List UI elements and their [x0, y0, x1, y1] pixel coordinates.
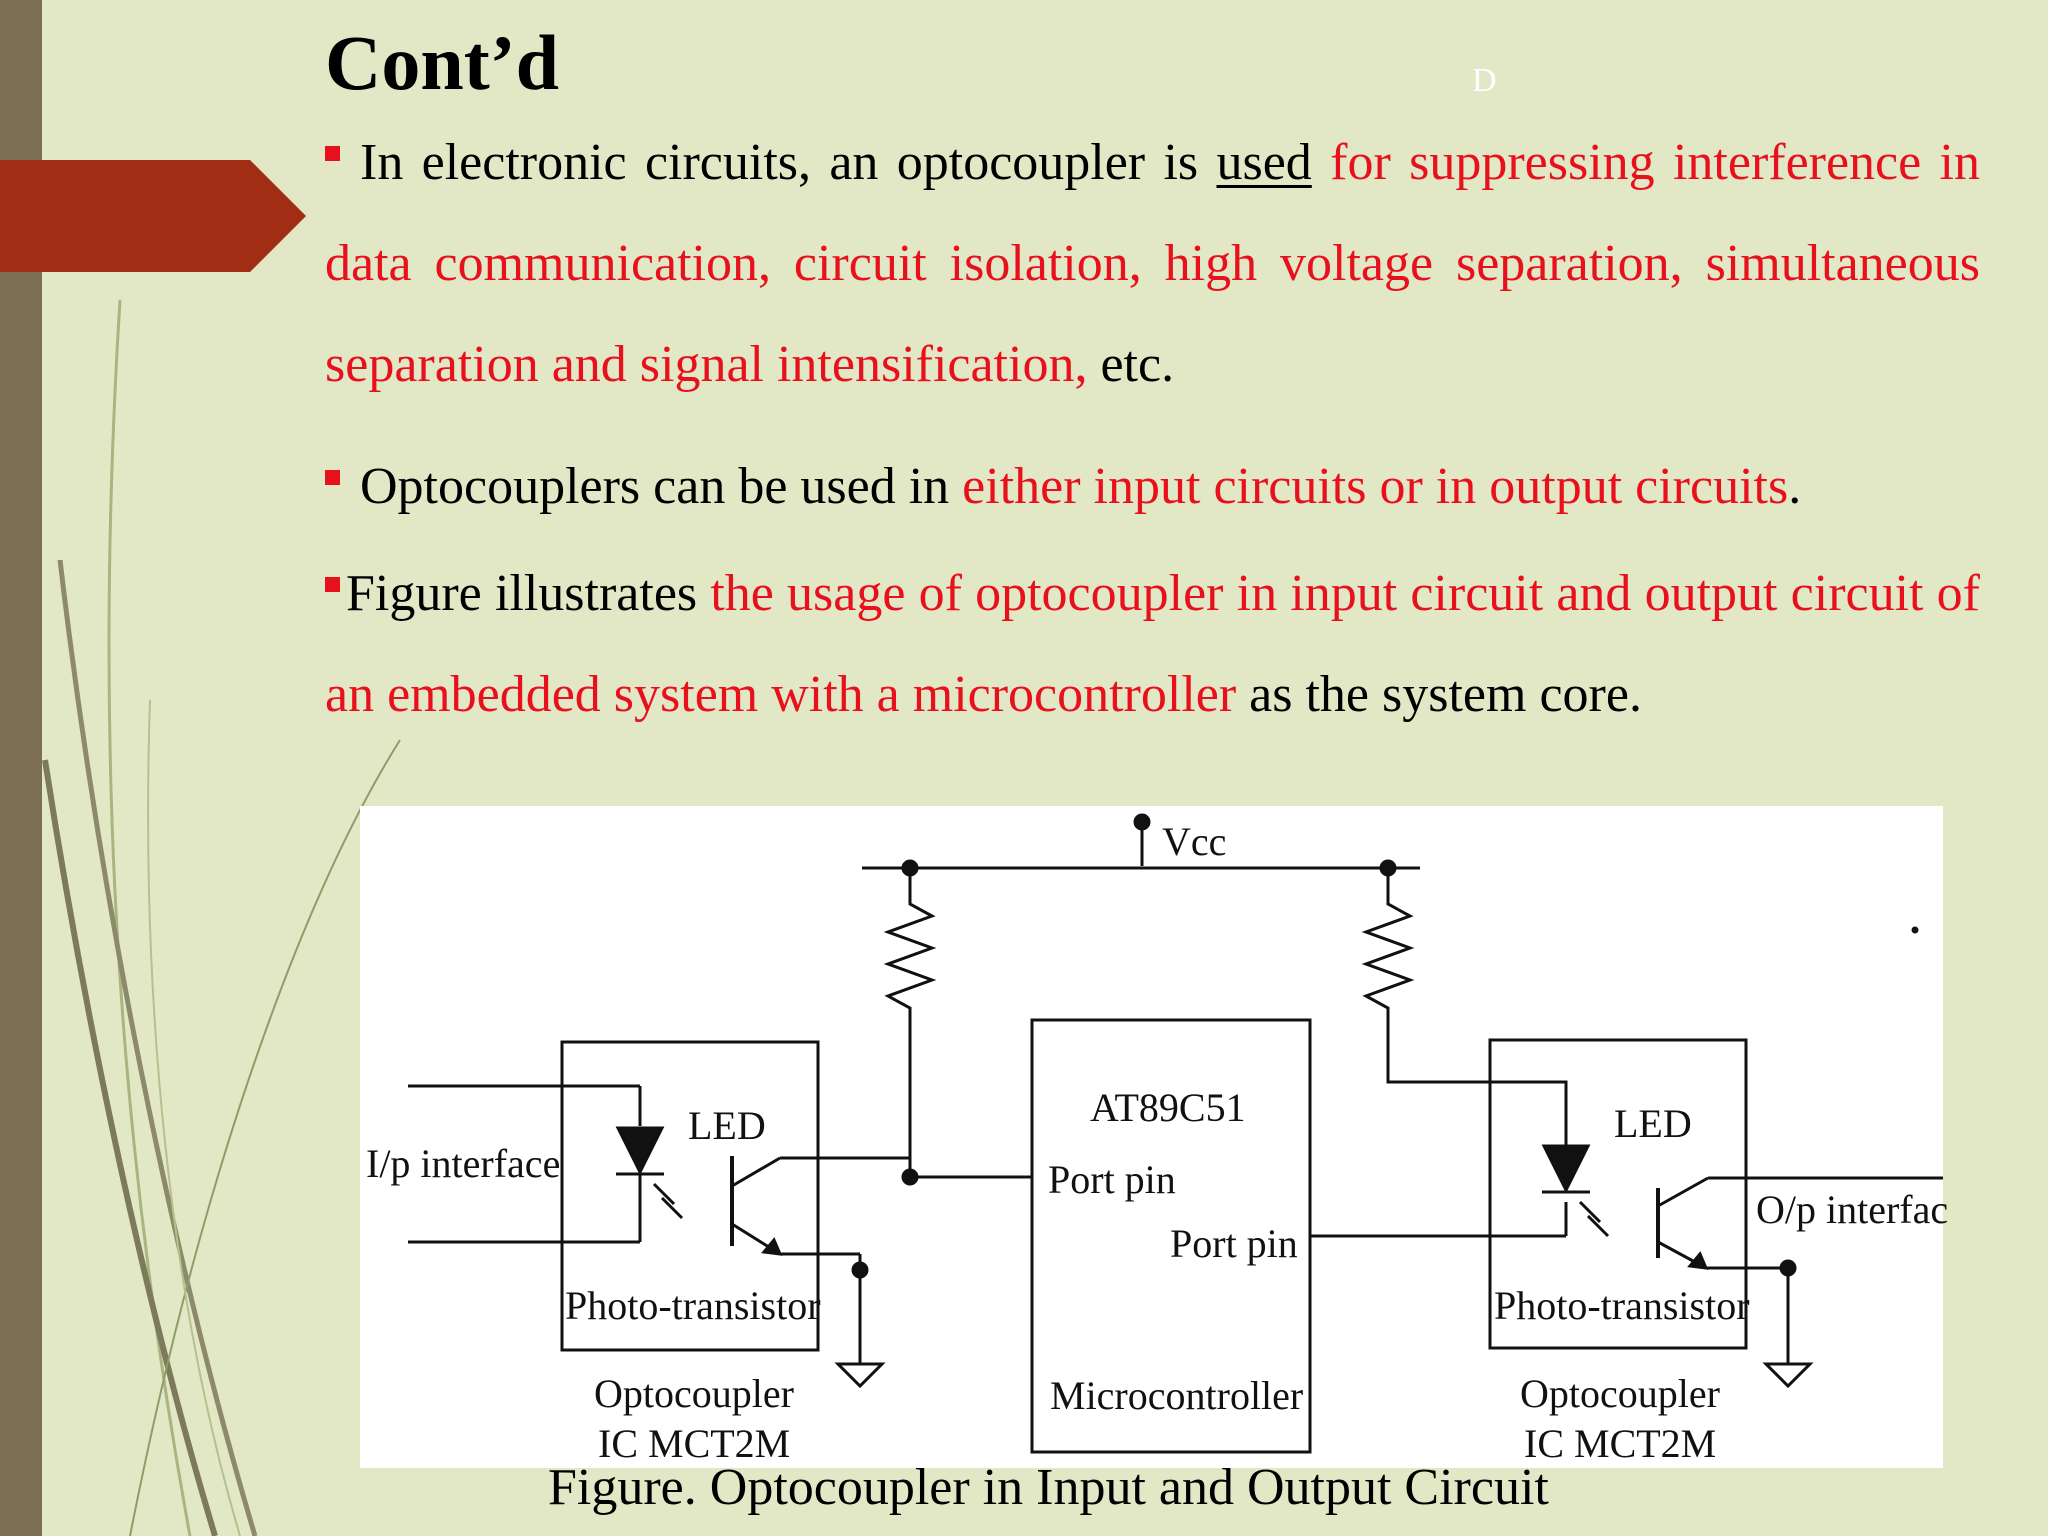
bullet-1-underlined-word: used: [1216, 134, 1312, 191]
bullet-1-text-1: In electronic circuits, an optocoupler i…: [360, 134, 1217, 191]
optocoupler-right-box: [1488, 1038, 1748, 1350]
microcontroller-label: Microcontroller: [1050, 1373, 1304, 1418]
bullet-paragraph-3: Figure illustrates the usage of optocoup…: [325, 543, 1980, 745]
bullet-1-text-end: etc.: [1087, 336, 1175, 393]
op-interface-label: O/p interfac: [1756, 1187, 1949, 1232]
optocoupler-right-part: IC MCT2M: [1524, 1421, 1717, 1466]
bullet-square-icon: [325, 145, 340, 161]
led-right-label: LED: [1614, 1101, 1692, 1146]
optocoupler-schematic: [360, 806, 1943, 1468]
ground-right-icon: [1762, 1362, 1814, 1389]
red-arrow-marker: [0, 160, 306, 272]
optocoupler-left-label: Optocoupler: [594, 1371, 794, 1416]
bullet-paragraph-1: In electronic circuits, an optocoupler i…: [325, 112, 1980, 415]
optocoupler-right-label: Optocoupler: [1520, 1371, 1720, 1416]
bullet-3-text-1: Figure illustrates: [346, 565, 711, 622]
bullet-paragraph-2: Optocouplers can be used in either input…: [325, 436, 1980, 537]
figure-caption: Figure. Optocoupler in Input and Output …: [548, 1459, 1549, 1516]
bullet-2-highlight: either input circuits or in output circu…: [962, 458, 1789, 515]
phototransistor-left-label: Photo-transistor: [565, 1283, 821, 1328]
led-left-diode: [615, 1126, 665, 1176]
optocoupler-left-box: [560, 1040, 820, 1352]
port-pin-out-label: Port pin: [1170, 1221, 1298, 1266]
bullet-2-text-end: .: [1788, 458, 1802, 515]
bullet-2-text-1: Optocouplers can be used in: [360, 458, 963, 515]
resistor-left: [883, 868, 937, 1174]
resistor-right: [1361, 868, 1568, 1146]
mcu-name-label: AT89C51: [1090, 1085, 1246, 1130]
watermark-letter: D: [1472, 62, 1497, 99]
ground-left-icon: [834, 1362, 886, 1389]
bullet-3-highlight: the usage of optocoupler in input circui…: [325, 565, 1980, 723]
decorative-curves: [42, 299, 401, 1536]
optocoupler-left-part: IC MCT2M: [598, 1421, 791, 1466]
bullet-3-text-end: as the system core.: [1236, 666, 1642, 723]
bullet-1-highlight: for suppressing interference in data com…: [325, 134, 1980, 393]
led-right-diode: [1541, 1144, 1591, 1194]
port-pin-in-label: Port pin: [1048, 1157, 1176, 1202]
bullet-square-icon: [325, 576, 340, 592]
vcc-terminal: [1133, 813, 1151, 831]
phototransistor-right-label: Photo-transistor: [1494, 1283, 1750, 1328]
slide-title: Cont’d: [325, 19, 560, 106]
led-left-label: LED: [688, 1103, 766, 1148]
vcc-label: Vcc: [1162, 819, 1227, 864]
bullet-square-icon: [325, 469, 340, 485]
ip-interface-label: I/p interface: [366, 1141, 561, 1186]
